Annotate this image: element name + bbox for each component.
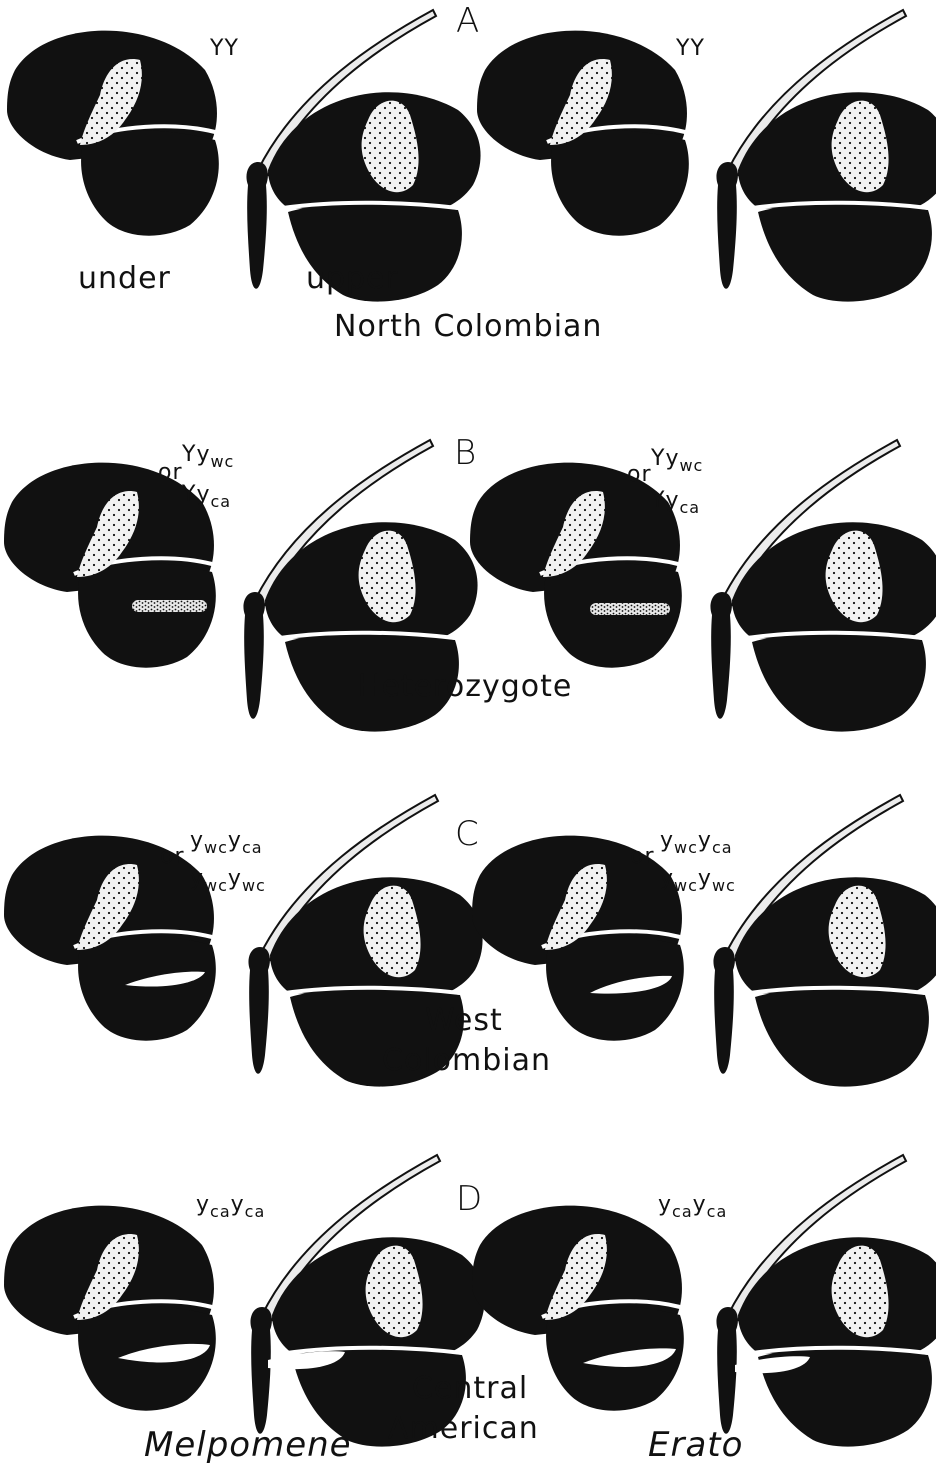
genotype-d-right: ycayca <box>658 1194 727 1220</box>
genotype-a-right: YY <box>676 38 705 60</box>
caption-north-colombian: North Colombian <box>334 312 602 342</box>
genotype-or: or <box>160 846 185 868</box>
caption-american: American <box>388 1414 539 1444</box>
genotype-c-left-2: ywcywc <box>190 868 266 894</box>
genotype-b-right-1: Yywc <box>651 448 703 474</box>
caption-colombian: Colombian <box>382 1046 551 1076</box>
genotype-b-left-2: Yyca <box>182 484 231 510</box>
hindwing-partial-bar <box>590 603 670 615</box>
panel-a <box>7 10 936 302</box>
genotype-b-right-2: Yyca <box>651 490 700 516</box>
panel-a-underside-right <box>477 31 689 236</box>
panel-d-upperside-right <box>716 1155 936 1447</box>
panel-letter-c: C <box>455 817 479 851</box>
species-erato: Erato <box>648 1428 743 1462</box>
genotype-a-left: YY <box>210 38 239 60</box>
panel-a-underside-left <box>7 31 219 236</box>
panel-d-underside-left <box>4 1206 216 1411</box>
panel-letter-b: B <box>454 436 476 470</box>
caption-central: Central <box>412 1374 528 1404</box>
genotype-c-right-2: ywcywc <box>660 868 736 894</box>
panel-a-upperside-left <box>246 10 480 302</box>
genotype-c-right-1: ywcyca <box>660 830 733 856</box>
genotype-b-left-1: Yywc <box>182 444 234 470</box>
caption-west: West <box>425 1006 503 1036</box>
genotype-or: or <box>627 464 652 486</box>
genotype-or: or <box>158 462 183 484</box>
genotype-c-left-1: ywcyca <box>190 830 263 856</box>
caption-heterozygote: Heterozygote <box>358 672 572 702</box>
label-under: under <box>78 264 171 294</box>
species-melpomene: Melpomene <box>144 1428 352 1462</box>
panel-b-upperside-right <box>710 440 936 732</box>
hindwing-partial-bar <box>132 600 207 612</box>
panel-c-upperside-right <box>713 795 936 1087</box>
panel-a-upperside-right <box>716 10 936 302</box>
label-upper: upper <box>306 264 399 294</box>
genotype-or: or <box>630 846 655 868</box>
genotype-d-left: ycayca <box>196 1194 265 1220</box>
panel-letter-d: D <box>456 1182 482 1216</box>
panel-letter-a: A <box>456 4 479 38</box>
